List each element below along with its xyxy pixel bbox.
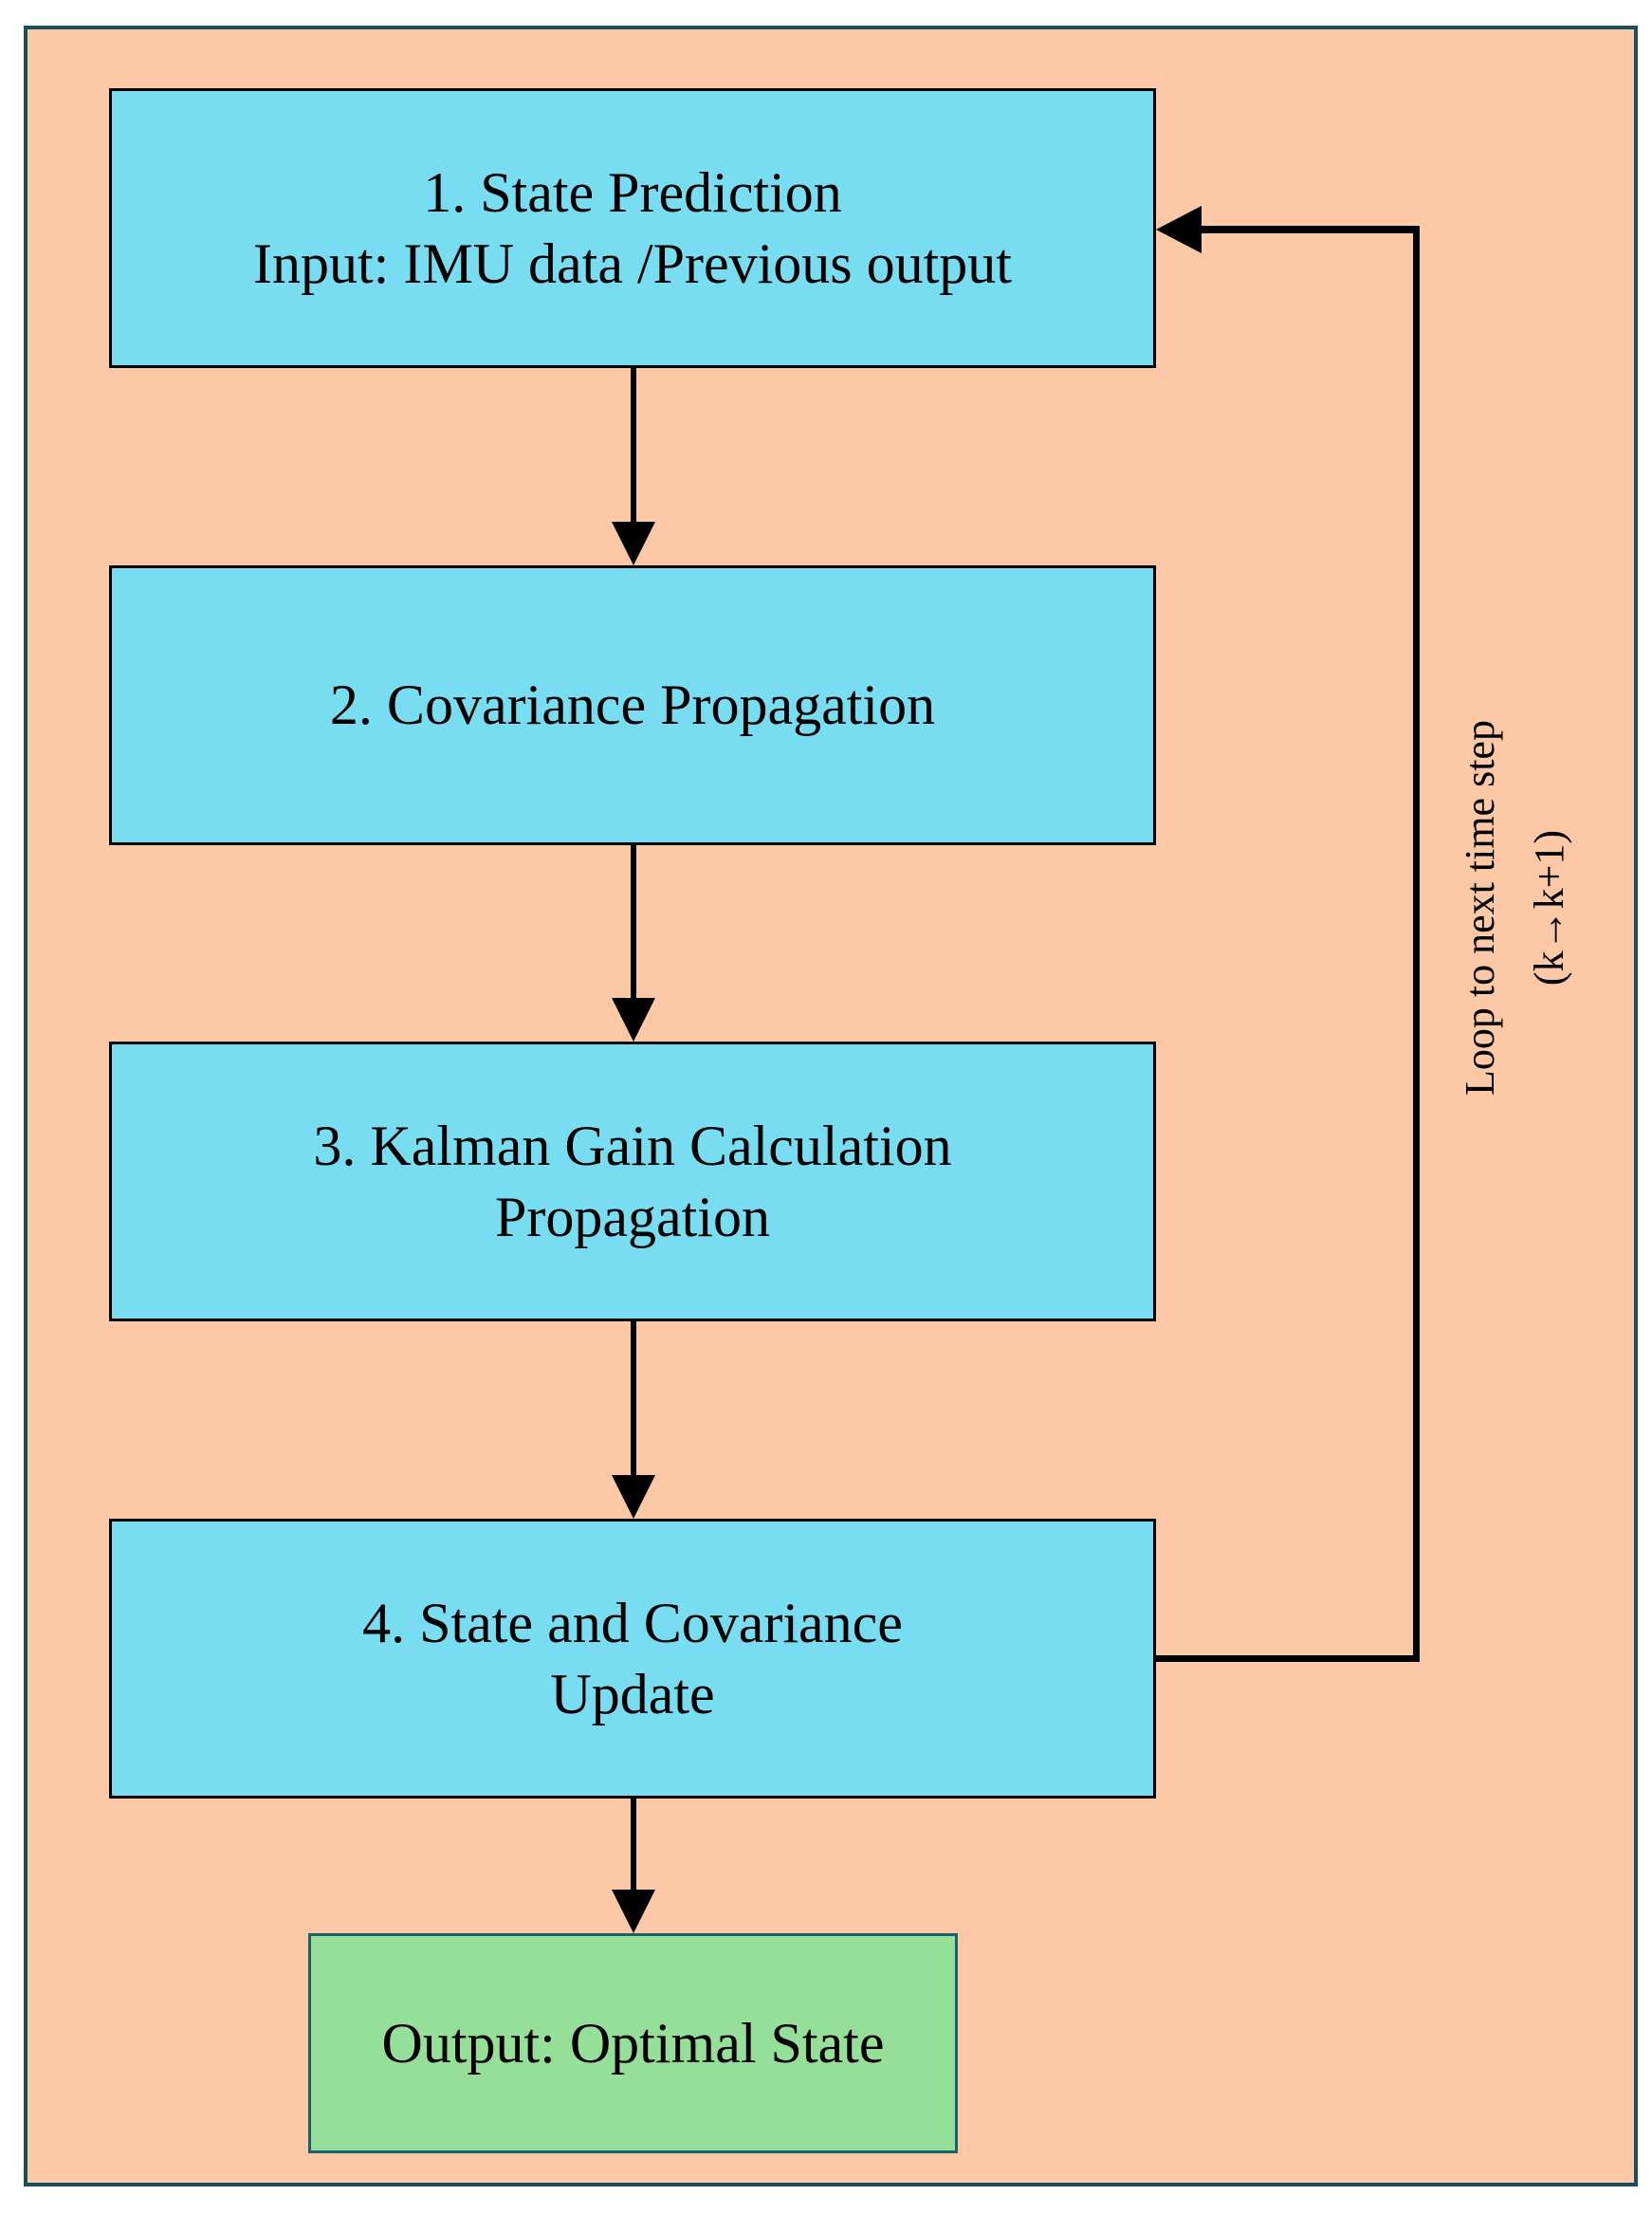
arrow-left-icon xyxy=(1156,206,1202,253)
arrow-2-to-3-shaft xyxy=(631,844,636,998)
arrow-down-icon xyxy=(612,1890,655,1933)
node-text-line: Output: Optimal State xyxy=(381,2011,885,2075)
node-covariance-propagation: 2. Covariance Propagation xyxy=(109,565,1156,845)
arrow-down-icon xyxy=(612,522,655,565)
feedback-line-bottom xyxy=(1155,1655,1420,1662)
node-text-line: 4. State and Covariance xyxy=(362,1591,903,1654)
arrow-down-icon xyxy=(612,1475,655,1519)
node-text-line: 3. Kalman Gain Calculation xyxy=(313,1114,952,1177)
loop-label-line2: (k→k+1) xyxy=(1526,829,1572,987)
node-kalman-gain-calculation: 3. Kalman Gain Calculation Propagation xyxy=(109,1042,1156,1321)
node-text-line: Input: IMU data /Previous output xyxy=(253,231,1012,295)
node-state-and-covariance-update: 4. State and Covariance Update xyxy=(109,1519,1156,1799)
arrow-3-to-4-shaft xyxy=(631,1320,636,1475)
node-text-line: 1. State Prediction xyxy=(423,160,842,224)
feedback-line-vertical xyxy=(1413,226,1420,1662)
node-text-line: 2. Covariance Propagation xyxy=(329,673,936,736)
node-text-line: Update xyxy=(550,1662,715,1725)
loop-label-line1: Loop to next time step xyxy=(1457,720,1503,1096)
loop-label: Loop to next time step (k→k+1) xyxy=(1445,291,1584,1524)
node-state-prediction: 1. State Prediction Input: IMU data /Pre… xyxy=(109,88,1156,368)
arrow-1-to-2-shaft xyxy=(631,368,636,522)
node-output-optimal-state: Output: Optimal State xyxy=(308,1933,958,2153)
node-text-line: Propagation xyxy=(495,1185,770,1248)
feedback-line-top xyxy=(1202,226,1420,233)
arrow-down-icon xyxy=(612,998,655,1042)
arrow-4-to-output-shaft xyxy=(631,1798,636,1890)
